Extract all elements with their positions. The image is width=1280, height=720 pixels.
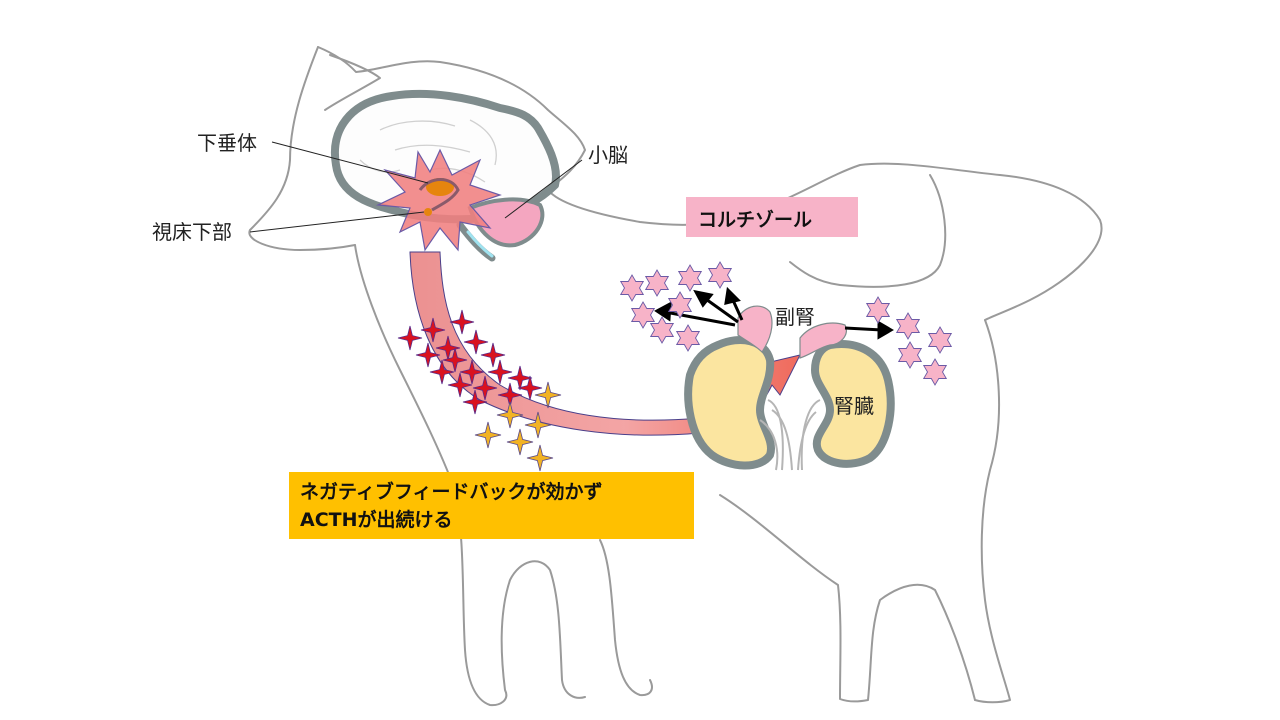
cortisol-molecule — [667, 291, 693, 319]
adrenal-right — [799, 322, 847, 359]
gold-star — [524, 411, 552, 439]
red-stars — [397, 309, 543, 415]
red-star — [397, 325, 423, 351]
label-cerebellum: 小脳 — [588, 143, 628, 167]
adrenal-left — [737, 305, 773, 353]
gold-star — [474, 421, 502, 449]
cortisol-stars — [619, 261, 953, 386]
red-star — [442, 347, 468, 373]
cortisol-molecule — [927, 326, 953, 354]
kidney-left — [684, 336, 775, 470]
gold-star — [506, 428, 534, 456]
cortisol-molecule — [707, 261, 733, 289]
hypothalamus-dot — [424, 208, 432, 216]
red-star — [480, 342, 506, 368]
red-star — [420, 317, 446, 343]
cortisol-label-box: コルチゾール — [686, 197, 858, 237]
cortisol-molecule — [865, 296, 891, 324]
red-star — [463, 329, 489, 355]
callout-line-2: ACTHが出続ける — [300, 509, 453, 531]
red-star — [517, 375, 543, 401]
spinal-cord-highlight — [466, 230, 494, 258]
brainstem — [456, 221, 496, 262]
red-star — [429, 359, 455, 385]
label-pituitary: 下垂体 — [197, 131, 257, 155]
gold-star — [496, 401, 524, 429]
red-star — [449, 309, 475, 335]
red-star — [487, 359, 513, 385]
pituitary-stalk — [418, 178, 460, 212]
red-star — [507, 365, 533, 391]
cortisol-molecule — [644, 269, 670, 297]
cortisol-arrows — [654, 286, 894, 340]
gold-star — [534, 381, 562, 409]
red-star — [472, 375, 498, 401]
gold-stars — [474, 381, 562, 472]
cerebellum — [467, 197, 545, 248]
label-hypothalamus: 視床下部 — [152, 220, 232, 244]
pituitary-core — [426, 178, 454, 196]
kidney-right — [810, 340, 895, 468]
red-star — [462, 389, 488, 415]
cortisol-molecule — [922, 358, 948, 386]
callout-line-1: ネガティブフィードバックが効かず — [300, 481, 603, 503]
label-kidney: 腎臓 — [834, 394, 874, 418]
callout-box: ネガティブフィードバックが効かず ACTHが出続ける — [289, 472, 694, 539]
cortisol-molecule — [619, 274, 645, 302]
hypothalamus-burst — [375, 148, 502, 252]
red-star — [415, 342, 441, 368]
cortisol-molecule — [677, 264, 703, 292]
red-star — [459, 359, 485, 385]
cortisol-molecule — [649, 316, 675, 344]
cortisol-molecule — [897, 341, 923, 369]
cortisol-molecule — [895, 312, 921, 340]
gold-star — [526, 444, 554, 472]
label-adrenal: 副腎 — [775, 305, 815, 329]
kidney-vessels — [759, 399, 821, 471]
brain — [331, 89, 560, 224]
cortisol-label: コルチゾール — [698, 209, 813, 231]
cortisol-molecule — [630, 301, 656, 329]
cortisol-molecule — [675, 324, 701, 352]
dog-outline — [248, 46, 1103, 707]
red-star — [447, 372, 473, 398]
